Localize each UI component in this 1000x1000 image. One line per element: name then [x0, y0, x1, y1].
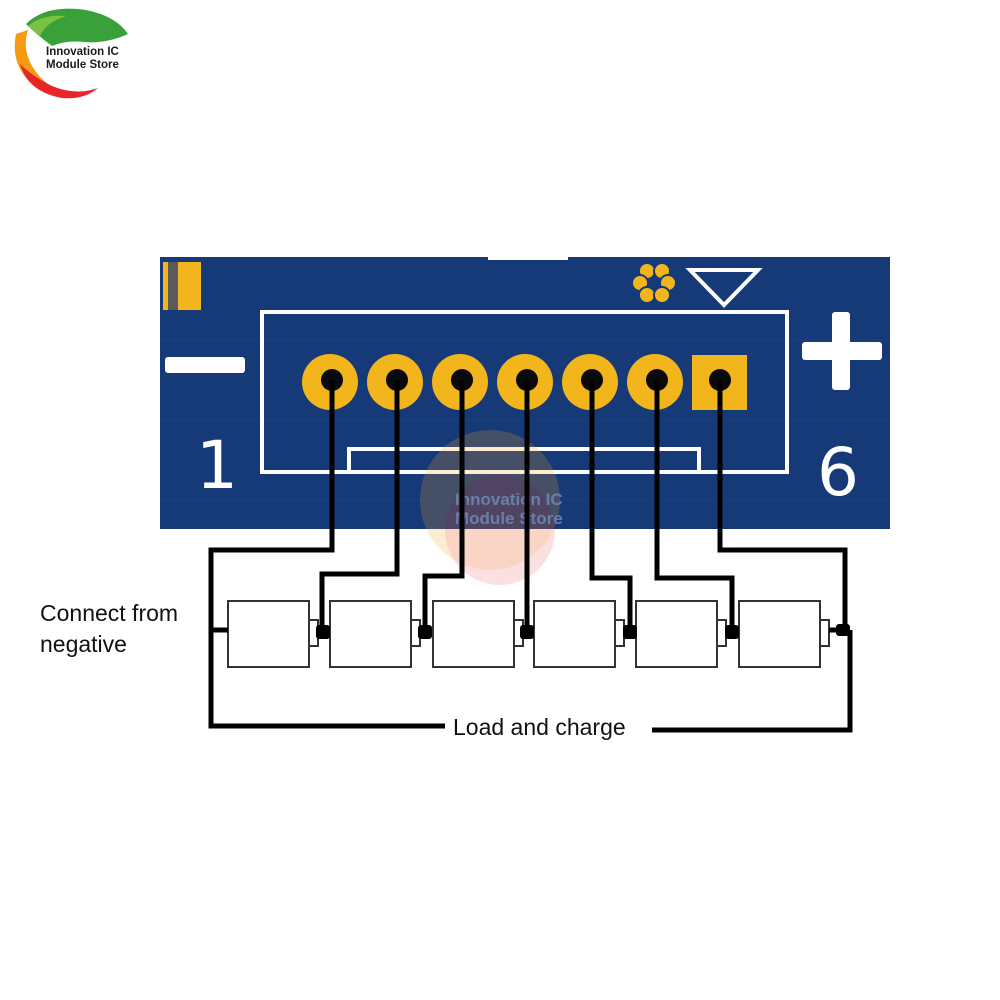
battery-cell — [635, 600, 727, 668]
wire-pin1 — [208, 380, 335, 633]
logo-leaf-icon — [14, 8, 128, 99]
battery-cells — [227, 600, 830, 668]
watermark-line-1: Innovation IC — [455, 490, 563, 509]
wire-pin3 — [422, 380, 465, 632]
board-notch — [488, 254, 568, 260]
load-charge-label: Load and charge — [453, 714, 626, 740]
battery-cell — [738, 600, 830, 668]
connect-line-1: Connect from — [40, 600, 179, 626]
wire-pin6 — [654, 380, 735, 632]
battery-cell — [432, 600, 524, 668]
wire-pin5 — [589, 380, 633, 632]
watermark: Innovation IC Module Store — [420, 430, 563, 585]
store-logo: Innovation IC Module Store — [6, 4, 130, 102]
wire-pin2 — [319, 380, 400, 632]
plus-sign-icon — [802, 312, 882, 390]
minus-sign-icon — [165, 357, 245, 373]
connect-negative-label: Connect from negative — [40, 598, 178, 660]
wire-load-left — [208, 630, 445, 729]
junction-dots — [316, 624, 850, 639]
logo-line-2: Module Store — [46, 59, 119, 71]
battery-cell — [329, 600, 421, 668]
battery-cell — [533, 600, 625, 668]
logo-text: Innovation IC Module Store — [46, 46, 119, 72]
pin-number-last: 6 — [817, 434, 859, 511]
watermark-line-2: Module Store — [455, 509, 563, 528]
pin-number-first: 1 — [196, 427, 238, 504]
battery-cell — [227, 600, 319, 668]
wire-load-right — [652, 630, 853, 733]
pin1-triangle-icon — [685, 268, 763, 308]
connector-latch-outline — [347, 447, 701, 474]
logo-line-1: Innovation IC — [46, 46, 119, 58]
via-cluster-icon — [631, 262, 677, 304]
connect-line-2: negative — [40, 631, 127, 657]
